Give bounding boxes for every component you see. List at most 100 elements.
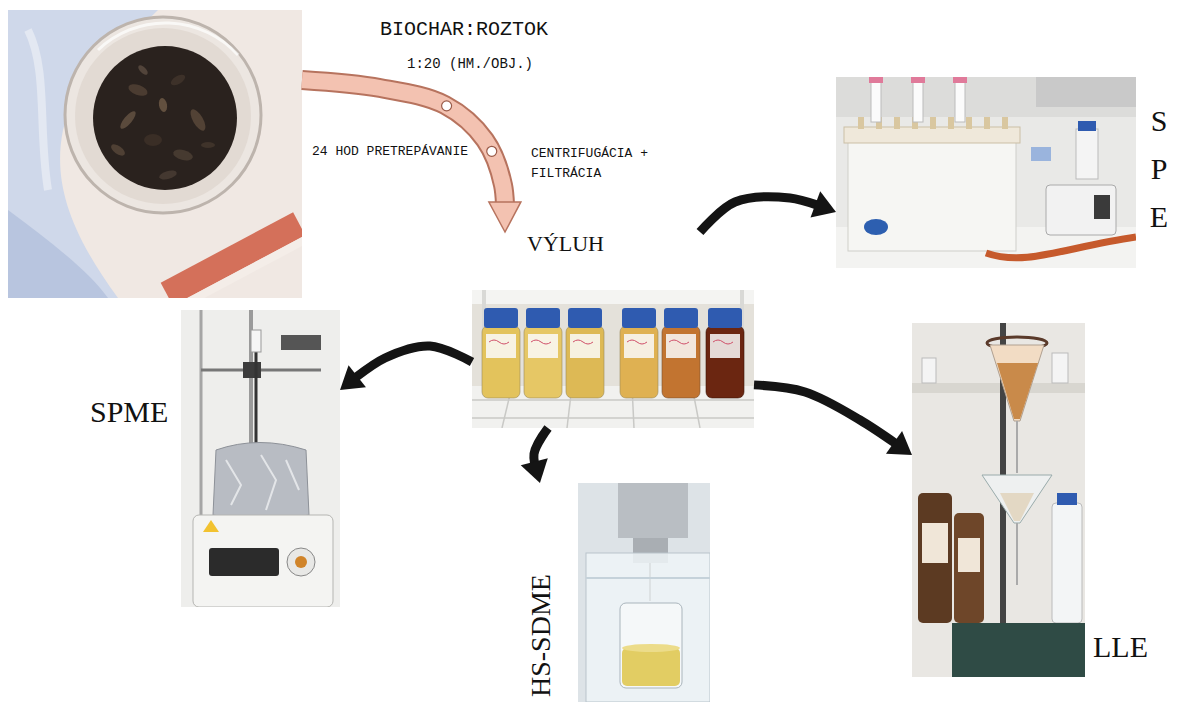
spe-photo (966, 117, 972, 129)
spe-photo (984, 117, 990, 129)
spme-photo (203, 520, 219, 532)
spme-photo (243, 362, 261, 378)
hs-sdme-photo (618, 483, 688, 538)
spme-photo (209, 548, 279, 576)
leachate-photo (713, 340, 733, 344)
lle-photo (1057, 493, 1077, 505)
spe-photo (836, 77, 1136, 268)
lle-photo (912, 323, 1085, 677)
biochar-photo (172, 148, 194, 163)
arrow-dot (487, 146, 497, 156)
leachate-photo (524, 308, 562, 398)
process-note: 1:20 (HM./OBJ.) (407, 56, 533, 73)
spe-photo (836, 77, 1136, 268)
biochar-photo (201, 142, 215, 148)
leachate-photo (568, 308, 602, 328)
spme-photo (181, 310, 340, 607)
spe-photo (858, 117, 864, 129)
spme-photo (181, 310, 340, 607)
flow-arrow (302, 80, 521, 232)
leachate-photo (662, 308, 700, 398)
lle-photo (982, 475, 1052, 523)
leachate-photo (566, 308, 604, 398)
text-slot: VÝLUH (527, 232, 604, 256)
leachate-photo (472, 399, 754, 401)
spme-photo (213, 443, 309, 521)
lle-photo (1000, 493, 1034, 521)
spme-photo (255, 350, 258, 450)
spe-photo (955, 82, 965, 122)
spe-photo (1036, 77, 1136, 107)
biochar-photo (98, 23, 238, 55)
hs-sdme-photo (578, 483, 710, 702)
biochar-photo (169, 73, 187, 88)
hs-sdme-photo (578, 483, 710, 702)
lle-photo (952, 623, 1085, 677)
text-slot: 24 HOD PRETREPÁVANIE (312, 144, 468, 160)
spme-photo (295, 556, 307, 568)
spe-photo (948, 117, 954, 129)
spe-photo (1031, 147, 1051, 161)
process-note: BIOCHAR:ROZTOK (380, 18, 548, 42)
lle-photo (1052, 353, 1068, 383)
method-label: LLE (1093, 629, 1148, 665)
lle-photo (912, 323, 1085, 677)
biochar-photo (188, 107, 209, 133)
leachate-photo (566, 326, 604, 398)
spe-photo (1094, 195, 1110, 219)
photo-panel: LLE (912, 323, 1152, 677)
lle-photo (990, 345, 1044, 421)
text-slot: SPME (90, 394, 168, 430)
leachate-photo (620, 308, 658, 398)
arrow-body (302, 80, 505, 232)
leachate-photo (472, 290, 754, 428)
spe-photo (844, 127, 1020, 143)
leachate-photo (666, 334, 696, 358)
step-label: VÝLUH (527, 232, 604, 256)
lle-photo (1052, 503, 1082, 623)
leachate-photo (706, 308, 744, 398)
arrow-body (754, 385, 912, 455)
arrow-head (886, 431, 912, 455)
leachate-photo (664, 308, 698, 328)
arrow-body (302, 80, 505, 232)
text-slot: SPE (1144, 97, 1174, 241)
spe-photo (930, 117, 936, 129)
biochar-photo (8, 10, 302, 298)
lle-photo (1016, 421, 1018, 473)
leachate-photo (531, 340, 551, 344)
spe-photo (911, 77, 925, 83)
hs-sdme-photo (622, 644, 680, 652)
arrow-body (340, 346, 472, 390)
photo-panel (8, 10, 302, 298)
spe-photo (1046, 185, 1116, 235)
spe-photo (1078, 121, 1096, 131)
arrow-head (340, 365, 366, 390)
method-label: SPE (1144, 97, 1174, 241)
spme-photo (193, 515, 333, 607)
photo-panel: HS-SDME (520, 483, 710, 702)
leachate-photo (486, 334, 516, 358)
spme-photo (251, 330, 261, 352)
lle-photo (918, 493, 952, 623)
text-slot: CENTRIFUGÁCIA + FILTRÁCIA (531, 144, 665, 184)
spe-photo (953, 77, 967, 83)
spe-photo (913, 82, 923, 122)
leachate-photo (662, 326, 700, 398)
lle-photo (954, 513, 984, 623)
biochar-photo (137, 64, 150, 77)
photo-panel: VÝLUH (472, 232, 754, 428)
process-note: CENTRIFUGÁCIA + FILTRÁCIA (531, 144, 665, 184)
spe-photo (869, 77, 883, 83)
biochar-photo (127, 82, 149, 98)
biochar-photo (118, 109, 138, 131)
spe-photo (871, 82, 881, 122)
flow-arrow (754, 385, 912, 455)
process-note: 24 HOD PRETREPÁVANIE (312, 144, 468, 160)
spe-photo (894, 117, 900, 129)
lle-photo (912, 383, 1085, 393)
leachate-photo (622, 308, 656, 328)
method-label: SPME (90, 394, 168, 430)
